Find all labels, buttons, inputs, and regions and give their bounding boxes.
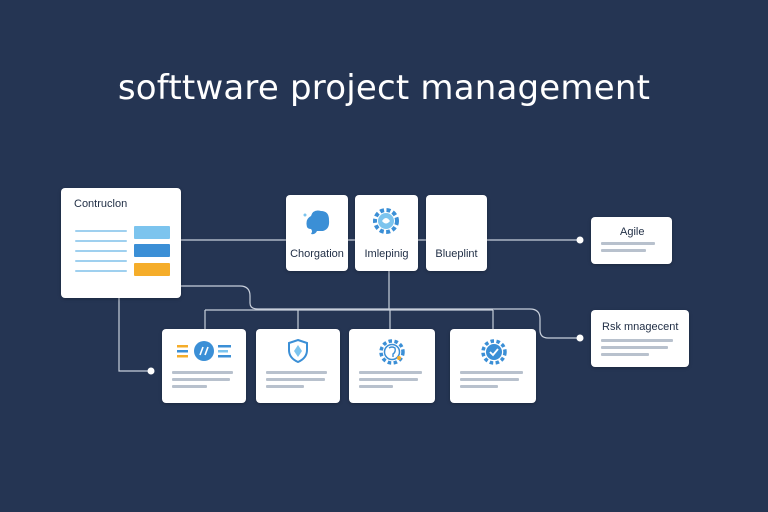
agile-card[interactable]: Agile <box>591 217 672 264</box>
blueplint-card[interactable]: Blueplint <box>426 195 487 271</box>
construction-card-label: Contruclon <box>74 198 128 210</box>
speed-card-description <box>172 371 236 392</box>
risk-management-label: Rsk mnagecent <box>602 321 679 333</box>
gear-check-icon <box>481 339 507 365</box>
gear-face-card-description <box>359 371 425 392</box>
agile-description <box>601 242 662 256</box>
gear-check-card-description <box>460 371 526 392</box>
agile-label: Agile <box>620 226 645 238</box>
bottom-card-gear-face[interactable] <box>349 329 435 403</box>
gear-face-icon <box>379 339 405 365</box>
chorgation-label: Chorgation <box>290 248 344 260</box>
blueplint-label: Blueplint <box>435 248 478 260</box>
risk-management-card[interactable]: Rsk mnagecent <box>591 310 689 367</box>
bottom-card-gear-check[interactable] <box>450 329 536 403</box>
text-line <box>75 260 127 262</box>
shield-icon <box>288 339 308 363</box>
text-line <box>75 250 127 252</box>
blue-bar <box>134 226 170 239</box>
shield-card-description <box>266 371 330 392</box>
text-line <box>75 270 127 272</box>
connector-dot-risk <box>576 334 584 342</box>
risk-management-description <box>601 339 679 360</box>
page-title: softtware project management <box>117 68 651 108</box>
imlepinig-label: Imlepinig <box>364 248 409 260</box>
connector-dot-bottom-left <box>147 367 155 375</box>
text-line <box>75 240 127 242</box>
bottom-card-shield[interactable] <box>256 329 340 403</box>
speed-icon <box>177 341 231 361</box>
connector-dot-agile <box>576 236 584 244</box>
construction-card[interactable]: Contruclon <box>61 188 181 298</box>
blue-bar <box>134 244 170 257</box>
imlepinig-card[interactable]: Imlepinig <box>355 195 418 271</box>
orange-bar <box>134 263 170 276</box>
bottom-card-speed[interactable] <box>162 329 246 403</box>
cloud-person-icon <box>303 210 330 235</box>
chorgation-card[interactable]: Chorgation <box>286 195 348 271</box>
gear-brain-icon <box>373 208 399 234</box>
text-line <box>75 230 127 232</box>
